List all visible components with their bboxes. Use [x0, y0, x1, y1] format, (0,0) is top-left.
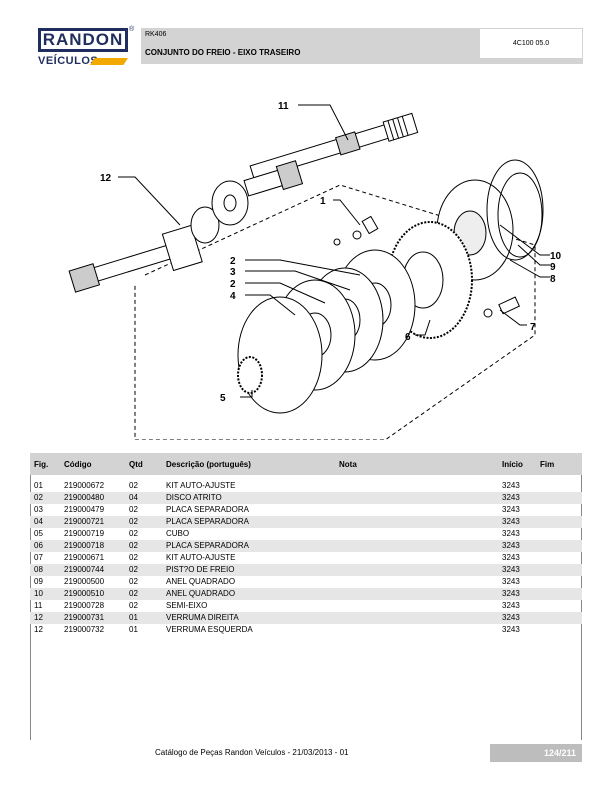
callout-10: 10 — [550, 251, 562, 262]
logo-stripe-icon — [90, 58, 128, 65]
col-descricao: Descrição (português) — [166, 460, 251, 469]
callout-5: 5 — [220, 393, 226, 404]
callout-1: 1 — [320, 196, 326, 207]
logo-wordmark: RANDON — [38, 28, 128, 52]
col-inicio: Início — [502, 460, 523, 469]
callout-2b: 2 — [230, 279, 236, 290]
adjuster-bolt-head — [333, 238, 341, 246]
callout-11: 11 — [278, 101, 289, 112]
footer-catalog-info: Catálogo de Peças Randon Veículos - 21/0… — [155, 748, 349, 757]
adjuster-nut — [483, 308, 493, 318]
col-fig: Fig. — [34, 460, 49, 469]
hub-flange — [190, 206, 220, 244]
col-nota: Nota — [339, 460, 357, 469]
col-qtd: Qtd — [129, 460, 143, 469]
callout-8: 8 — [550, 274, 556, 285]
adjuster-spring — [498, 296, 521, 315]
callout-6: 6 — [405, 332, 411, 343]
callout-4: 4 — [230, 291, 236, 302]
callout-2a: 2 — [230, 256, 236, 267]
square-ring-outer — [486, 159, 544, 261]
drive-shaft — [68, 224, 203, 293]
thrust-washer — [211, 180, 249, 226]
logo-subtitle: VEÍCULOS — [38, 55, 99, 67]
semi-axle-end — [243, 160, 304, 197]
brake-hub — [237, 356, 263, 394]
square-ring-inner — [497, 172, 543, 258]
adjuster-pin — [361, 215, 379, 235]
reference-code: 4C100 05.0 — [480, 29, 582, 58]
col-codigo: Código — [64, 460, 92, 469]
doc-code: RK406 — [145, 31, 167, 38]
adjuster-washer — [352, 230, 362, 240]
callout-9: 9 — [550, 262, 556, 273]
page-title: CONJUNTO DO FREIO - EIXO TRASEIRO — [145, 48, 301, 57]
page-number: 124/211 — [490, 744, 582, 762]
callout-7: 7 — [530, 322, 536, 333]
callout-12: 12 — [100, 173, 112, 184]
parts-table-header: Fig. Código Qtd Descrição (português) No… — [30, 453, 582, 475]
exploded-parts-diagram: 11 12 1 10 9 8 2 3 2 4 6 7 5 — [68, 101, 562, 440]
thrust-washer-inner — [223, 194, 237, 212]
col-fim: Fim — [540, 460, 555, 469]
separator-plate-front — [237, 296, 323, 414]
logo-registered-mark: ® — [129, 26, 135, 33]
parts-table-frame — [30, 475, 582, 740]
callout-3: 3 — [230, 267, 236, 278]
